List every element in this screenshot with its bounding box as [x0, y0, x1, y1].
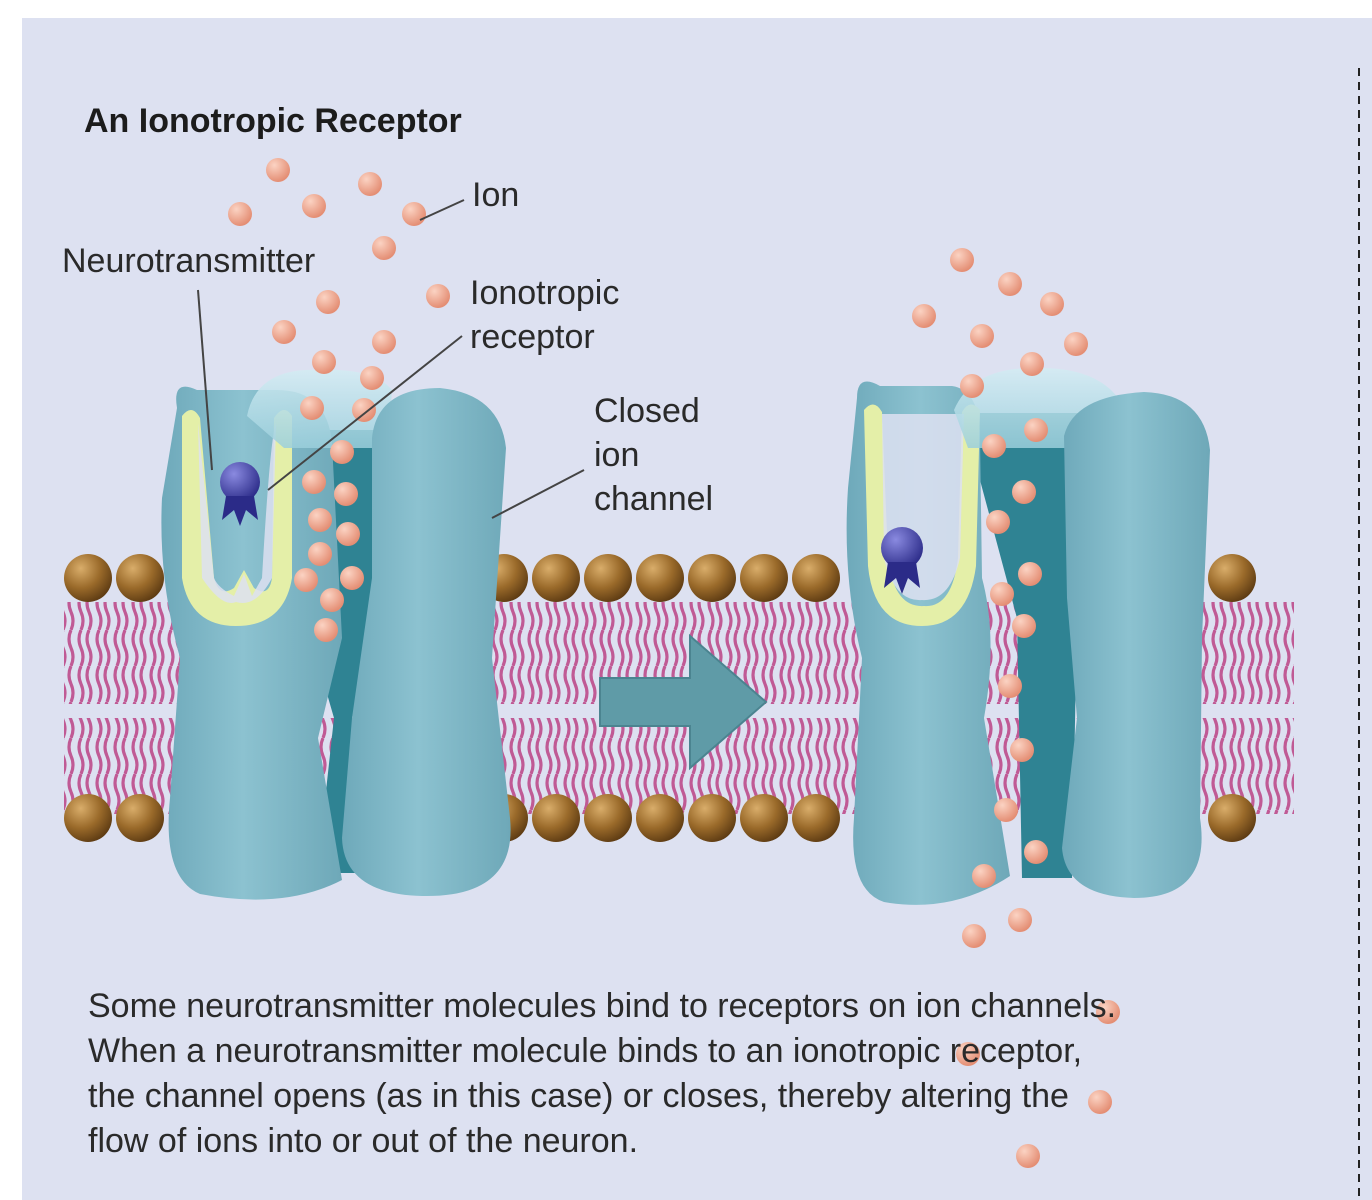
lipid-head — [116, 554, 164, 602]
leader-lines — [197, 199, 585, 519]
ion — [320, 588, 344, 612]
caption-line: flow of ions into or out of the neuron. — [88, 1122, 639, 1160]
ion — [266, 158, 290, 182]
ion — [336, 522, 360, 546]
neurotransmitter-leader-line — [197, 289, 213, 471]
lipid-head — [584, 794, 632, 842]
ion — [970, 324, 994, 348]
lipid-head — [688, 794, 736, 842]
ion — [426, 284, 450, 308]
lipid-head — [64, 794, 112, 842]
open-right-subunit — [1062, 392, 1210, 898]
lipid-head — [740, 794, 788, 842]
ion — [990, 582, 1014, 606]
ion — [950, 248, 974, 272]
ion — [982, 434, 1006, 458]
ion — [1008, 908, 1032, 932]
ion — [972, 864, 996, 888]
bound-neurotransmitter — [881, 527, 923, 594]
ion — [334, 482, 358, 506]
ion — [1024, 418, 1048, 442]
ion — [360, 366, 384, 390]
lipid-head — [792, 794, 840, 842]
right-arrow-icon — [599, 633, 768, 771]
ion — [402, 202, 426, 226]
closed-receptor — [161, 369, 511, 900]
ion — [986, 510, 1010, 534]
ion — [308, 508, 332, 532]
lipid-head — [636, 554, 684, 602]
ion — [1012, 614, 1036, 638]
lipid-head — [740, 554, 788, 602]
ion — [330, 440, 354, 464]
diagram-title: An Ionotropic Receptor — [84, 102, 462, 140]
ion — [294, 568, 318, 592]
lipid-head — [64, 554, 112, 602]
receptor-label-line1: Ionotropic — [470, 274, 620, 312]
ion — [1088, 1090, 1112, 1114]
open-receptor — [846, 367, 1210, 905]
caption: Some neurotransmitter molecules bind to … — [88, 984, 1328, 1164]
lipid-head — [532, 794, 580, 842]
ion — [358, 172, 382, 196]
ion — [956, 1042, 980, 1066]
lipid-head — [792, 554, 840, 602]
ion — [1040, 292, 1064, 316]
diagram-panel: An Ionotropic Receptor Ion Neurotransmit… — [22, 18, 1372, 1200]
ion-label: Ion — [472, 176, 520, 214]
channel-label-line3: channel — [594, 480, 714, 518]
ion — [308, 542, 332, 566]
ion — [1020, 352, 1044, 376]
ion — [372, 236, 396, 260]
receptor-label-line2: receptor — [470, 318, 595, 356]
caption-line: Some neurotransmitter molecules bind to … — [88, 987, 1117, 1025]
ion-leader-line — [419, 199, 465, 221]
ion — [302, 470, 326, 494]
ion — [1010, 738, 1034, 762]
ion — [998, 674, 1022, 698]
lipid-head — [116, 794, 164, 842]
closed-right-subunit — [342, 388, 511, 897]
lipid-head — [584, 554, 632, 602]
ion — [1064, 332, 1088, 356]
ion — [352, 398, 376, 422]
ions — [228, 158, 1120, 1168]
lipid-head — [688, 554, 736, 602]
unbound-neurotransmitter — [220, 462, 260, 526]
channel-label-line2: ion — [594, 436, 640, 474]
ion — [316, 290, 340, 314]
ion — [912, 304, 936, 328]
ion — [300, 396, 324, 420]
ionotropic-receptor-illustration — [22, 18, 1372, 1200]
ion — [340, 566, 364, 590]
ion — [272, 320, 296, 344]
channel-leader-line — [491, 469, 585, 519]
ion — [960, 374, 984, 398]
ion — [302, 194, 326, 218]
neurotransmitter-label: Neurotransmitter — [62, 242, 316, 280]
ion — [994, 798, 1018, 822]
lipid-head — [532, 554, 580, 602]
ion — [1016, 1144, 1040, 1168]
ion — [372, 330, 396, 354]
lipid-head — [1208, 794, 1256, 842]
caption-line: When a neurotransmitter molecule binds t… — [88, 1032, 1083, 1070]
lipid-head — [636, 794, 684, 842]
ion — [312, 350, 336, 374]
lipid-head — [1208, 554, 1256, 602]
ion — [1012, 480, 1036, 504]
ion — [314, 618, 338, 642]
ion — [998, 272, 1022, 296]
caption-line: the channel opens (as in this case) or c… — [88, 1077, 1069, 1115]
channel-label-line1: Closed — [594, 392, 700, 430]
ion — [228, 202, 252, 226]
ion — [1018, 562, 1042, 586]
ion — [962, 924, 986, 948]
ion — [1024, 840, 1048, 864]
ion — [1096, 1000, 1120, 1024]
receptor-leader-line — [267, 335, 463, 491]
